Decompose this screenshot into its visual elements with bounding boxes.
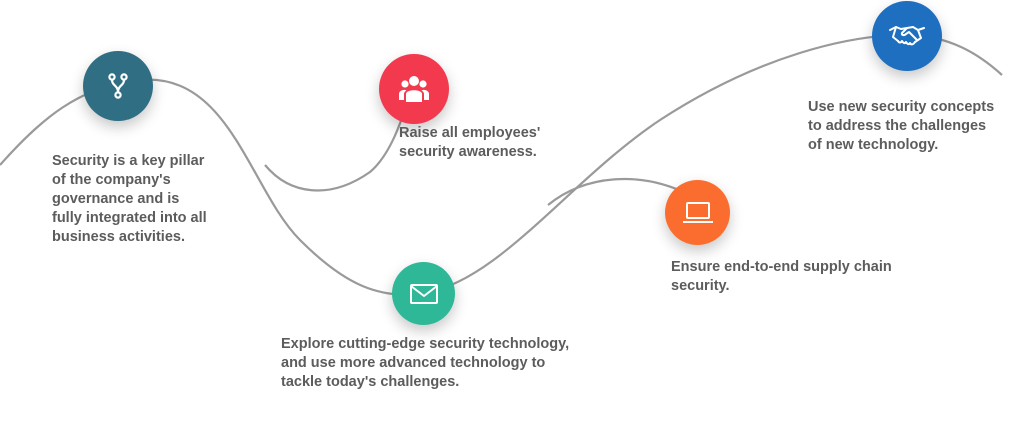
step-5-caption: Use new security concepts to address the…	[808, 99, 995, 153]
step-2-node	[379, 54, 449, 124]
step-4-caption: Ensure end-to-end supply chain security.	[671, 259, 892, 294]
step-1-caption: Security is a key pillar of the company'…	[52, 153, 207, 245]
step-3-caption: Explore cutting-edge security technology…	[281, 336, 570, 390]
handshake-icon	[888, 21, 926, 51]
laptop-icon	[682, 200, 714, 226]
branch-icon	[103, 71, 133, 101]
envelope-icon	[409, 282, 439, 306]
step-4-node	[665, 180, 730, 245]
people-icon	[397, 72, 431, 106]
step-1-node	[83, 51, 153, 121]
step-2-caption: Raise all employees' security awareness.	[399, 125, 541, 160]
step-5-node	[872, 1, 942, 71]
step-3-node	[392, 262, 455, 325]
curve-branch-lower	[547, 177, 691, 206]
curve-branch-upper	[264, 89, 414, 192]
